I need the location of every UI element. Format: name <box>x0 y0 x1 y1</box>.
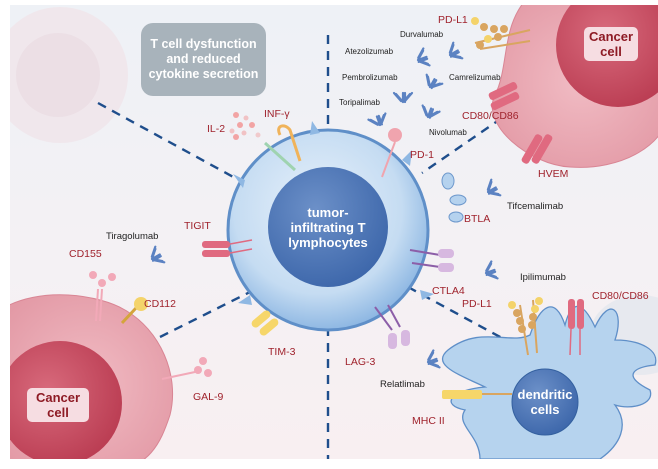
pd-l1-top-label: PD-L1 <box>438 14 468 26</box>
antibody-durvalumab <box>444 41 464 64</box>
cd80-cd86-dc-receptor <box>568 299 584 356</box>
antibody-ipilimumab <box>481 260 499 283</box>
infg-label: INF-γ <box>264 108 290 120</box>
antibody-tifcemalimab <box>482 178 502 201</box>
ipilimumab-label: Ipilimumab <box>520 272 566 283</box>
tigit-label: TIGIT <box>184 220 211 232</box>
tifcemalimab-label: Tifcemalimab <box>507 201 564 212</box>
antibody-toripalimab <box>367 112 390 130</box>
ctla4-label: CTLA4 <box>432 285 465 297</box>
diagram-canvas: T cell dysfunction and reduced cytokine … <box>10 5 658 459</box>
il2-label: IL-2 <box>207 123 226 135</box>
cd112-label: CD112 <box>144 298 176 310</box>
mhc2-label: MHC II <box>412 415 445 427</box>
pd1-label: PD-1 <box>410 149 434 161</box>
antibody-atezolizumab <box>413 47 431 70</box>
btla-label: BTLA <box>464 213 491 225</box>
diagram-artwork <box>10 5 658 459</box>
durvalumab-label: Durvalumab <box>400 30 444 39</box>
pd1-receptor <box>381 128 402 178</box>
toripalimab-label: Toripalimab <box>339 98 380 107</box>
faded-cell-top-left <box>10 7 128 143</box>
cd112-ligand <box>120 297 148 325</box>
dendritic-cell <box>441 305 657 459</box>
infg-receptor <box>263 124 302 172</box>
antibody-camrelizumab <box>421 73 444 93</box>
cd80-cd86-top-receptor <box>488 82 520 110</box>
dysfunction-callout: T cell dysfunction and reduced cytokine … <box>141 23 266 96</box>
tim3-label: TIM-3 <box>268 346 296 358</box>
antibody-nivolumab <box>418 104 441 122</box>
cd80-cd86-top-label: CD80/CD86 <box>462 110 519 122</box>
btla-receptor <box>441 172 467 223</box>
nivolumab-label: Nivolumab <box>429 128 467 137</box>
atezolizumab-label: Atezolizumab <box>345 47 394 56</box>
antibody-tiragolumab <box>146 245 166 268</box>
pd-l1-dc-label: PD-L1 <box>462 298 492 310</box>
cancer-cell-label-top-right: Cancer cell <box>584 27 638 61</box>
t-cell-label: tumor-infiltrating T lymphocytes <box>288 205 368 250</box>
pembrolizumab-label: Pembrolizumab <box>342 73 398 82</box>
pd-l1-top-receptor <box>471 17 531 50</box>
hvem-label: HVEM <box>538 168 569 180</box>
cd155-label: CD155 <box>69 248 102 260</box>
lag3-receptor <box>374 304 410 349</box>
mhc2-receptor <box>442 390 512 399</box>
gal9-ligand <box>161 357 212 380</box>
gal9-label: GAL-9 <box>193 391 224 403</box>
antibody-pembrolizumab <box>392 91 414 104</box>
antibody-relatlimab <box>423 349 441 372</box>
cd155-ligand <box>89 271 116 322</box>
relatlimab-label: Relatlimab <box>380 379 425 390</box>
tim3-receptor <box>251 310 279 336</box>
ctla4-receptor <box>409 249 454 272</box>
cancer-cell-bottom-left <box>10 294 174 459</box>
camrelizumab-label: Camrelizumab <box>449 73 501 82</box>
t-cell <box>226 121 434 332</box>
cancer-cell-label-bottom-left: Cancer cell <box>27 388 89 422</box>
hvem-receptor <box>521 134 553 164</box>
tigit-receptor <box>202 239 253 257</box>
dendritic-cell-label: dendritic cells <box>517 387 573 417</box>
cd80-cd86-dc-label: CD80/CD86 <box>592 290 649 302</box>
tiragolumab-label: Tiragolumab <box>106 231 159 242</box>
cytokine-dots <box>229 112 261 140</box>
lag3-label: LAG-3 <box>345 356 376 368</box>
pd-l1-dc-receptor <box>508 297 543 356</box>
